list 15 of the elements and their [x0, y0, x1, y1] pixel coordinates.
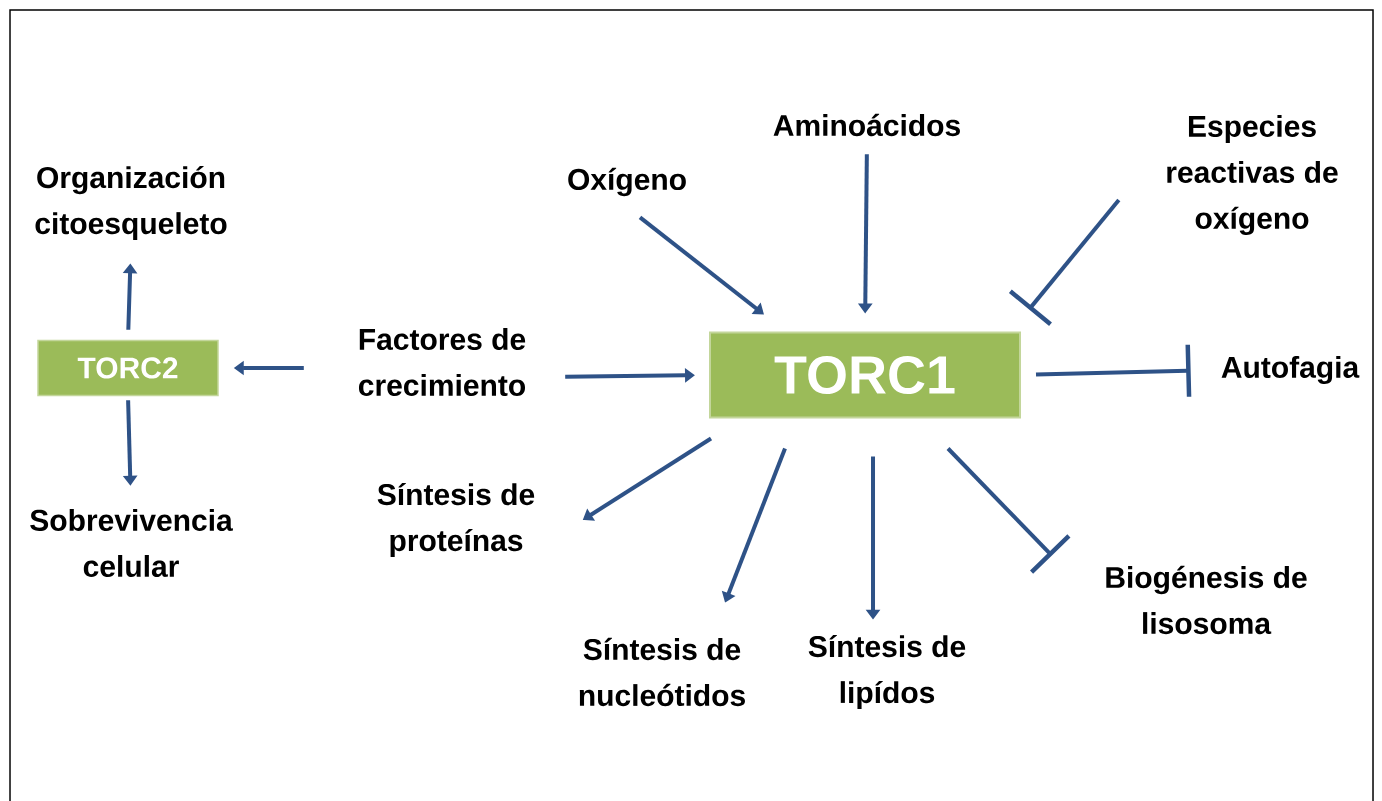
label-text: Aminoácidos — [773, 113, 960, 137]
label-text: Biogénesis de lisosoma — [1106, 565, 1307, 635]
complex-box: TORC2 — [37, 339, 219, 397]
label-text: Sobrevivencia celular — [30, 509, 233, 577]
label-text: Factores de crecimiento — [359, 328, 526, 396]
label-text: Oxígeno — [568, 167, 686, 197]
complex-box: TORC1 — [709, 331, 1021, 419]
label-text: Autofagia — [1221, 355, 1360, 385]
arrow — [638, 215, 764, 315]
label-text: Síntesis de proteínas — [377, 482, 535, 558]
label-text: Especies reactivas de oxígeno — [1167, 114, 1338, 236]
label-text: Síntesis de lipídos — [808, 634, 966, 710]
label-text: Organización citoesqueleto — [35, 165, 227, 241]
arrow — [1035, 344, 1192, 397]
label-text: Síntesis de nucleótidos — [579, 637, 745, 707]
